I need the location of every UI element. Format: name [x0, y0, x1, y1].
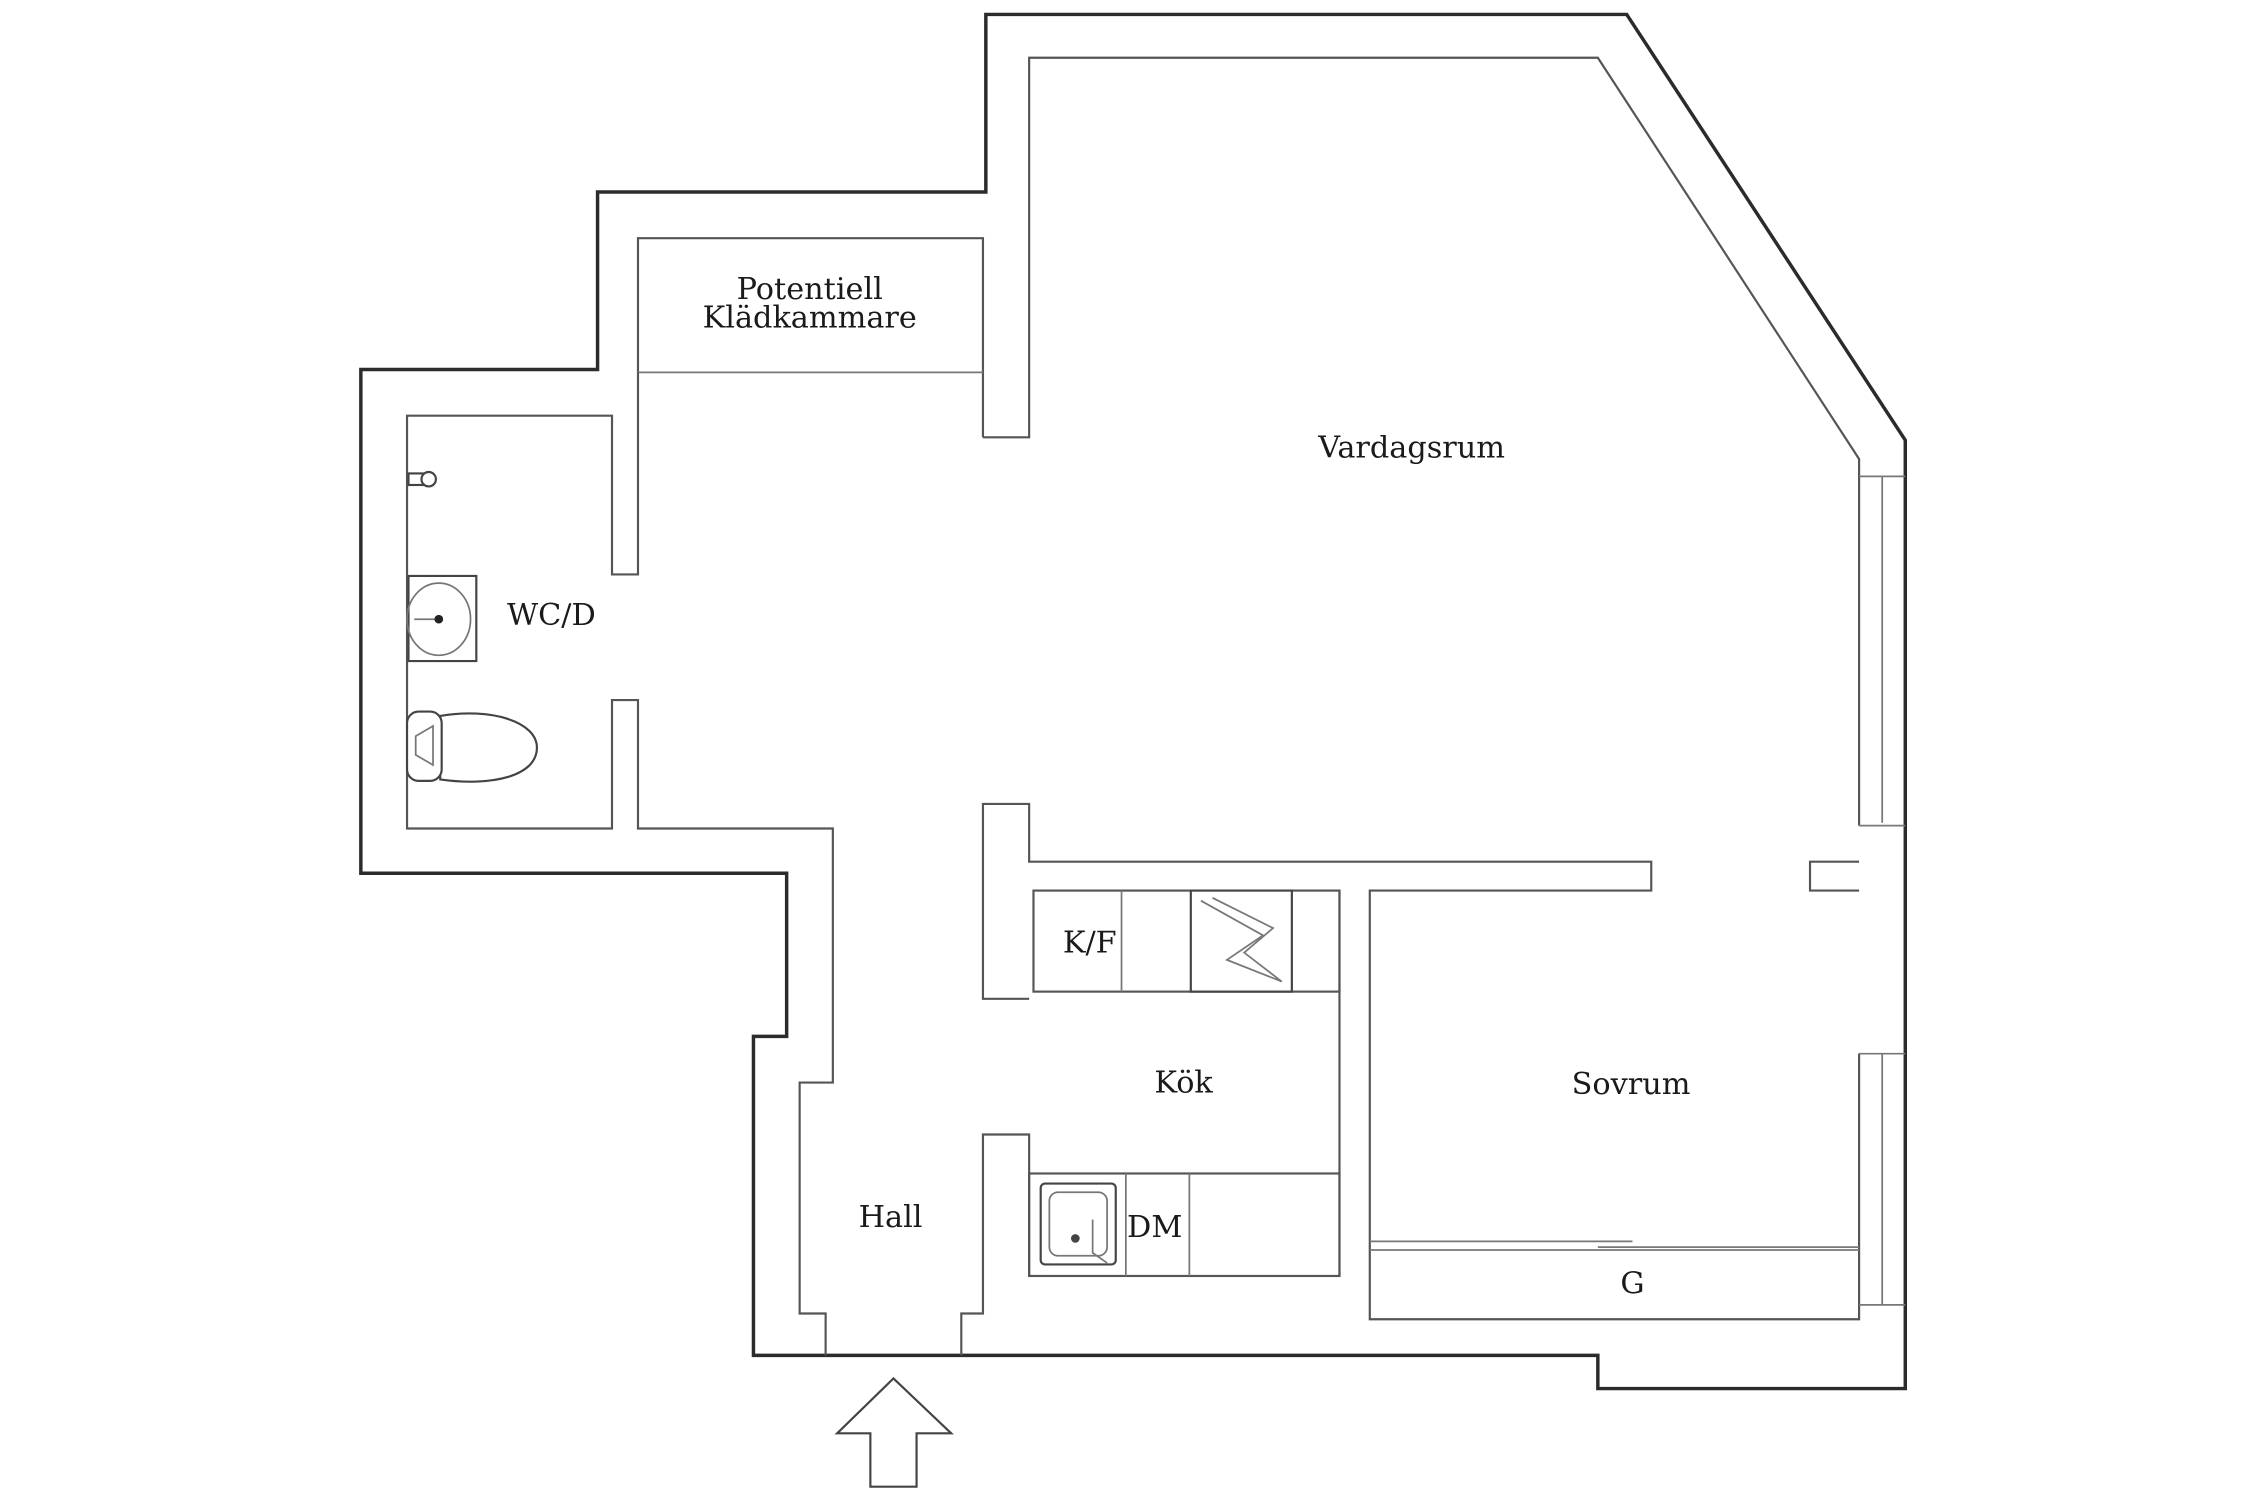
electrical-panel-icon	[1200, 897, 1283, 983]
room-label-kf: K/F	[1063, 926, 1117, 961]
window-lower	[1859, 1052, 1906, 1306]
entrance-arrow-icon	[834, 1376, 954, 1488]
towel-hook-icon	[407, 470, 437, 488]
wall-bedroom-right	[1808, 860, 1860, 892]
counter-top	[1032, 889, 1341, 993]
toilet-icon	[405, 710, 539, 783]
wardrobe-bedroom	[1369, 1240, 1860, 1251]
room-label-vardagsrum: Vardagsrum	[1317, 431, 1505, 466]
room-label-hall: Hall	[859, 1200, 923, 1235]
wall-wardrobe	[636, 237, 985, 438]
room-label-g: G	[1620, 1266, 1644, 1301]
window-upper	[1859, 475, 1906, 827]
room-label-sovrum: Sovrum	[1572, 1067, 1691, 1102]
outer-wall	[359, 12, 1908, 1391]
wall-living-top	[982, 56, 1861, 826]
washbasin-icon	[406, 574, 478, 663]
room-label-wcd: WC/D	[507, 598, 596, 633]
room-label-kok: Kök	[1154, 1066, 1213, 1101]
room-label-kladkammare: Klädkammare	[703, 301, 917, 336]
room-label-potentiell: Potentiell	[737, 272, 883, 307]
wall-kitchen-upper	[981, 802, 1861, 1321]
wall-wardrobe-left	[405, 372, 834, 1356]
counter-bottom	[1028, 1172, 1341, 1278]
room-label-dm: DM	[1127, 1210, 1182, 1245]
sink-icon	[1039, 1182, 1117, 1266]
wall-hall-right	[960, 1133, 1031, 1356]
